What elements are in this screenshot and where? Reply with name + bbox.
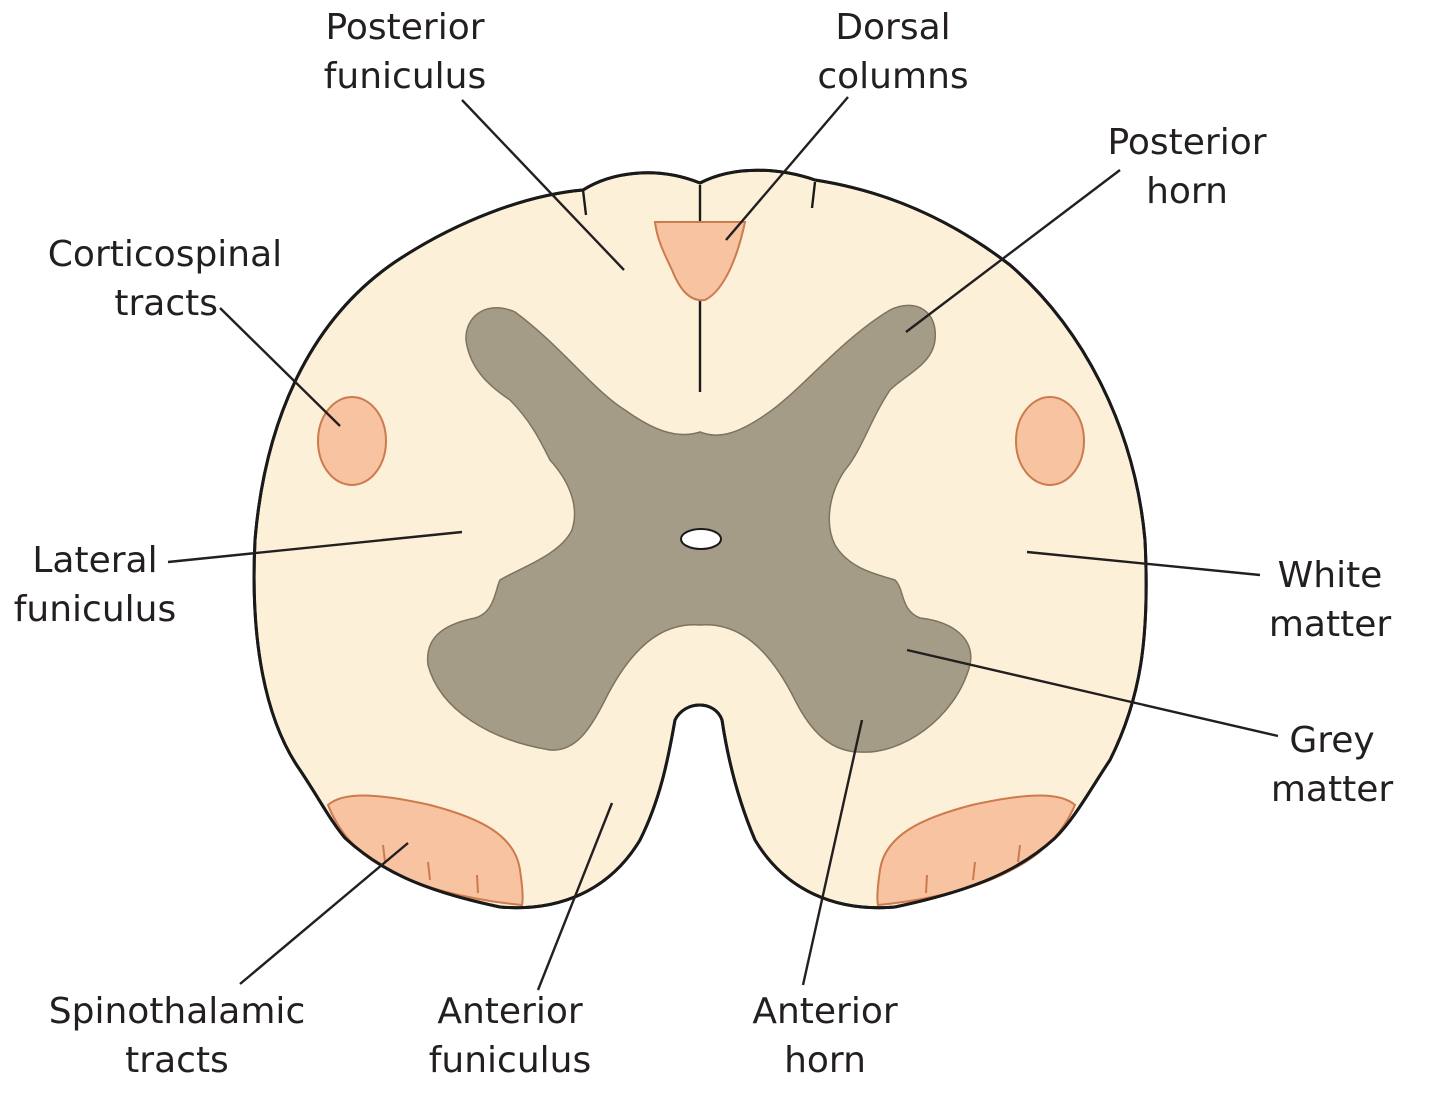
- label-white-matter: White matter: [1268, 555, 1392, 645]
- label-grey-matter: Grey matter: [1270, 720, 1394, 810]
- leader-dorsal-columns: [725, 96, 849, 241]
- label-posterior-horn: Posterior horn: [1107, 122, 1267, 212]
- leader-corticospinal-tracts: [219, 307, 341, 427]
- label-dorsal-columns: Dorsal columns: [817, 7, 969, 97]
- central-canal: [680, 528, 722, 550]
- spinothalamic-left-ticks: [382, 844, 479, 894]
- leader-white-matter: [1026, 550, 1261, 577]
- label-spinothalamic-tracts: Spinothalamic tracts: [48, 991, 306, 1081]
- label-posterior-funiculus: Posterior funiculus: [323, 7, 487, 97]
- spinothalamic-right-ticks: [925, 844, 1021, 894]
- leader-posterior-horn: [905, 169, 1121, 333]
- label-anterior-horn: Anterior horn: [752, 991, 898, 1081]
- corticospinal-tract-right: [1015, 396, 1085, 486]
- label-lateral-funiculus: Lateral funiculus: [13, 540, 177, 630]
- corticospinal-tract-left: [317, 396, 387, 486]
- leader-anterior-funiculus: [536, 802, 614, 991]
- leader-posterior-funiculus: [461, 99, 625, 271]
- leader-spinothalamic-tracts: [239, 842, 409, 985]
- label-corticospinal-tracts: Corticospinal tracts: [47, 234, 283, 324]
- leader-anterior-horn: [801, 719, 864, 986]
- posterior-sulcus-right: [810, 181, 817, 209]
- cord-outline: [252, 168, 1148, 910]
- dorsal-column-tract: [653, 221, 747, 302]
- leader-lateral-funiculus: [167, 530, 463, 564]
- posterior-sulcus-left: [581, 189, 588, 216]
- label-anterior-funiculus: Anterior funiculus: [428, 991, 592, 1081]
- leader-grey-matter: [906, 648, 1279, 738]
